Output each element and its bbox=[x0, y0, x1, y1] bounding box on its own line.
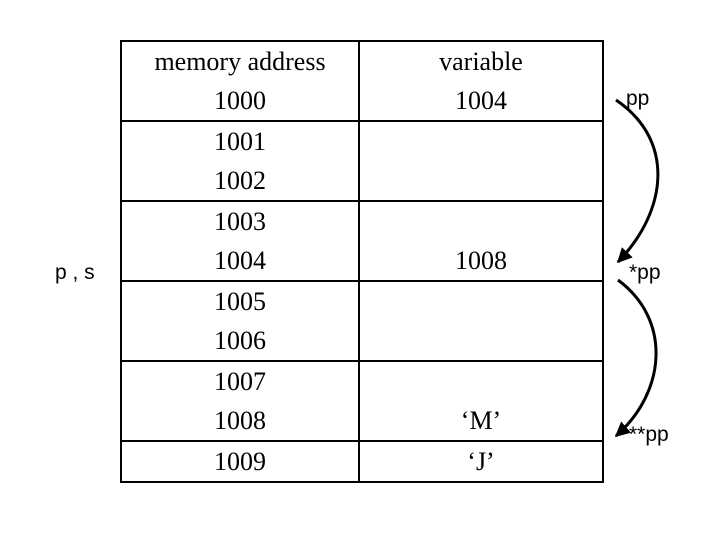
variable-cell bbox=[358, 280, 604, 321]
variable-cell bbox=[358, 360, 604, 401]
address-cell: 1002 bbox=[120, 161, 360, 201]
memory-row: 1008‘M’ bbox=[120, 401, 604, 441]
header-memory-address: memory address bbox=[120, 41, 360, 81]
label-star-pp: *pp bbox=[629, 261, 661, 284]
address-cell: 1000 bbox=[120, 81, 360, 121]
variable-cell: ‘J’ bbox=[358, 440, 604, 482]
address-cell: 1009 bbox=[120, 440, 360, 482]
address-cell: 1004 bbox=[120, 241, 360, 281]
arrow-pp-to-star-pp bbox=[615, 98, 660, 264]
variable-cell: 1008 bbox=[358, 241, 604, 281]
variable-cell bbox=[358, 120, 604, 161]
variable-cell: 1004 bbox=[358, 81, 604, 121]
header-variable: variable bbox=[358, 41, 604, 81]
address-cell: 1008 bbox=[120, 401, 360, 441]
memory-row: 1005 bbox=[120, 280, 604, 321]
arrow-star-pp-to-double-star-pp bbox=[614, 278, 658, 438]
header-row: memory address variable bbox=[120, 41, 604, 81]
address-cell: 1001 bbox=[120, 120, 360, 161]
variable-cell bbox=[358, 161, 604, 201]
address-cell: 1007 bbox=[120, 360, 360, 401]
memory-row: 1001 bbox=[120, 120, 604, 161]
variable-cell bbox=[358, 200, 604, 241]
address-cell: 1003 bbox=[120, 200, 360, 241]
memory-row: 1009‘J’ bbox=[120, 440, 604, 482]
address-cell: 1006 bbox=[120, 321, 360, 361]
address-cell: 1005 bbox=[120, 280, 360, 321]
label-p-s: p , s bbox=[55, 261, 95, 284]
label-double-star-pp: **pp bbox=[629, 423, 669, 446]
memory-row: 1006 bbox=[120, 321, 604, 361]
memory-row: 1003 bbox=[120, 200, 604, 241]
variable-cell: ‘M’ bbox=[358, 401, 604, 441]
memory-row: 1007 bbox=[120, 360, 604, 401]
variable-cell bbox=[358, 321, 604, 361]
label-pp: pp bbox=[626, 87, 650, 110]
memory-row: 1002 bbox=[120, 161, 604, 201]
